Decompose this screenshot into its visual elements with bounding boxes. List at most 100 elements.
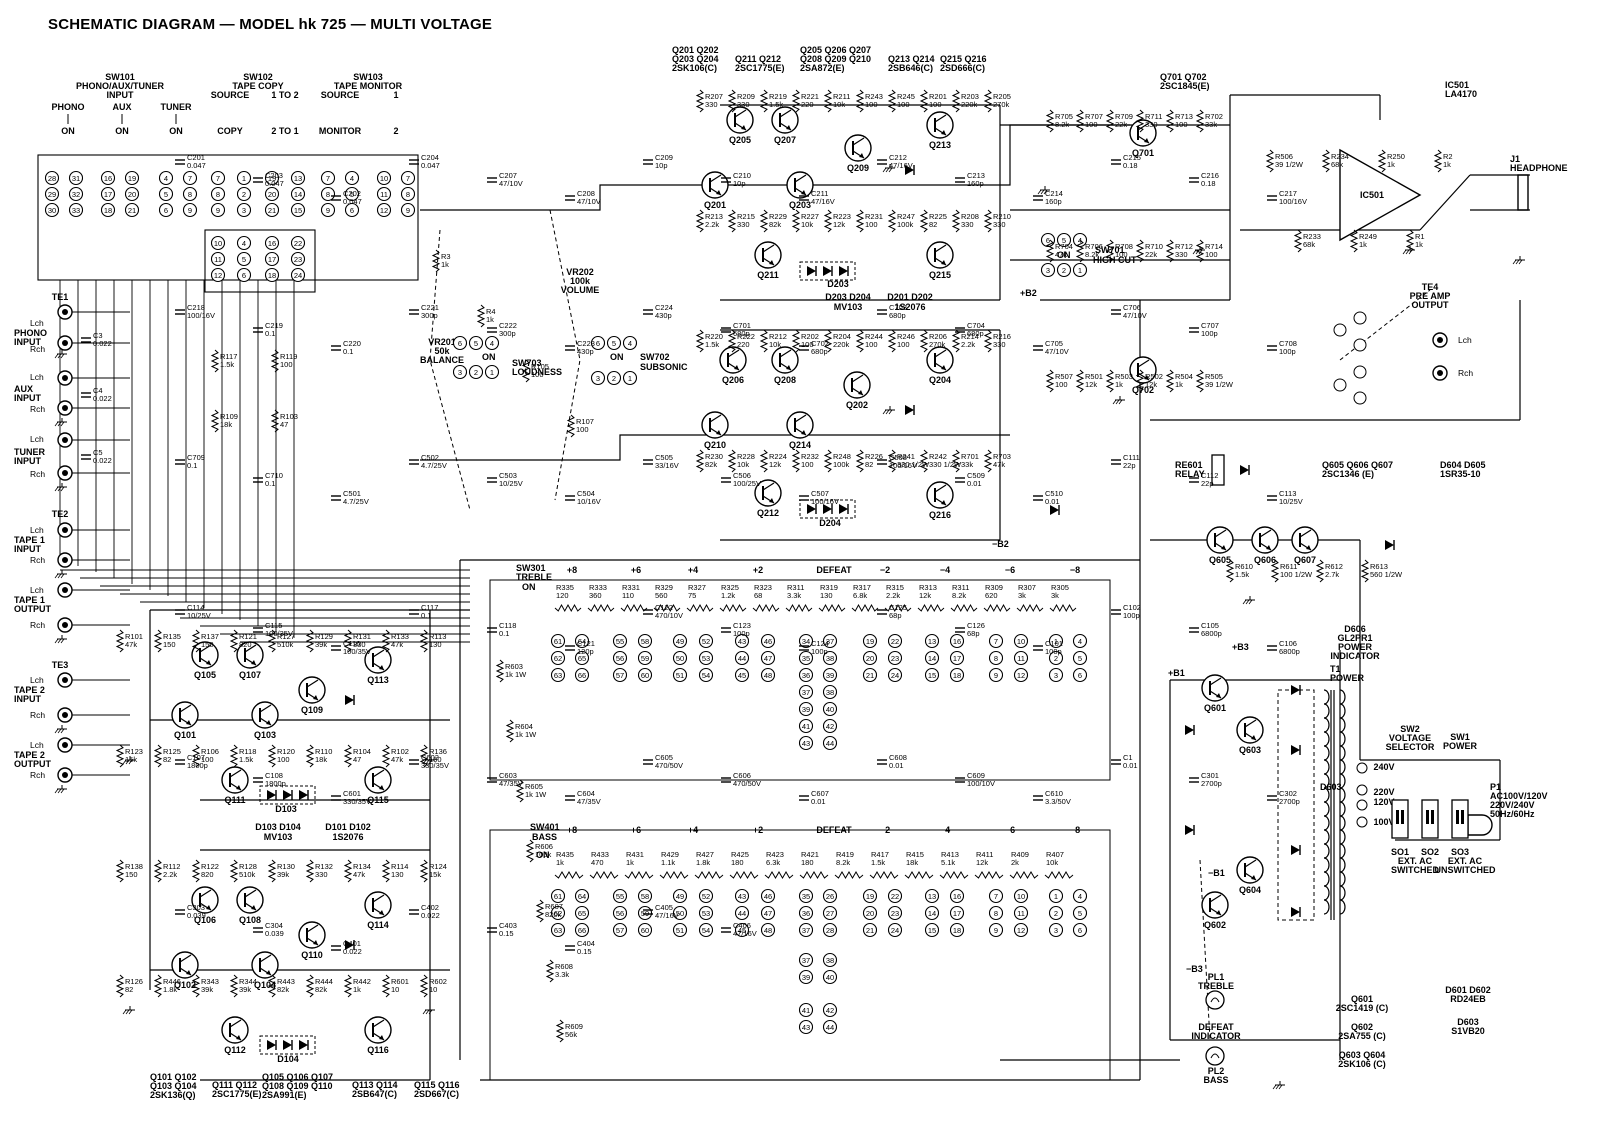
capacitor bbox=[1033, 345, 1043, 351]
cap-label: C108 bbox=[265, 771, 283, 780]
cap-label: C208 bbox=[577, 189, 595, 198]
bass-resistor-label: R413 bbox=[941, 850, 959, 859]
resistor bbox=[381, 629, 391, 653]
diode-icon bbox=[1385, 540, 1395, 550]
contact-ring bbox=[1072, 633, 1088, 649]
diode-icon bbox=[807, 266, 817, 276]
resistor-label: R703 bbox=[993, 452, 1011, 461]
transformer-winding bbox=[1323, 815, 1330, 831]
capacitor bbox=[409, 309, 419, 315]
diode-triangle bbox=[823, 504, 832, 514]
switch-contact: 13 bbox=[924, 888, 940, 904]
diode-triangle bbox=[905, 405, 914, 415]
treble-resistor-label: R333 bbox=[589, 583, 607, 592]
cap-label: C607 bbox=[811, 789, 829, 798]
bass-resistor-label: R427 bbox=[696, 850, 714, 859]
switch-contact: 53 bbox=[698, 905, 714, 921]
resistor-label: R105 bbox=[531, 362, 549, 371]
rca-jack-icon bbox=[57, 522, 73, 538]
te1-tuner-label: INPUT bbox=[14, 456, 42, 466]
diode-icon bbox=[267, 790, 277, 800]
sw401-name: BASS bbox=[532, 832, 557, 842]
contact-ring bbox=[822, 1019, 838, 1035]
transistor-label: Q202 bbox=[846, 400, 868, 410]
treble-resistor-label: 1.2k bbox=[721, 591, 735, 600]
capacitor bbox=[487, 327, 497, 333]
transistor-label: Q204 bbox=[929, 375, 951, 385]
cap-label: 0.01 bbox=[889, 761, 904, 770]
rail-label: +B3 bbox=[1232, 642, 1249, 652]
transistor-body bbox=[926, 481, 954, 509]
contact-ring bbox=[550, 922, 566, 938]
contact-number: 20 bbox=[268, 190, 276, 199]
resistor-label: 39k bbox=[201, 985, 213, 994]
resistor bbox=[1265, 149, 1275, 173]
resistor-body bbox=[270, 409, 280, 433]
contact-number: 21 bbox=[128, 206, 136, 215]
rail-label: −B1 bbox=[1208, 868, 1225, 878]
resistor-label: R224 bbox=[769, 452, 787, 461]
resistor-body bbox=[919, 209, 929, 233]
relay-label: RE601 bbox=[1175, 460, 1203, 470]
contact-ring bbox=[182, 202, 198, 218]
transistor-collector bbox=[179, 704, 192, 713]
resistor bbox=[555, 1019, 565, 1043]
contact-number: 14 bbox=[928, 909, 936, 918]
cap-label: 470/50V bbox=[733, 779, 761, 788]
contact-ring bbox=[862, 905, 878, 921]
treble-step-label: −2 bbox=[880, 565, 890, 575]
switch-contact: 7 bbox=[320, 170, 336, 186]
resistor-label: R609 bbox=[565, 1022, 583, 1031]
ground-icon bbox=[54, 418, 67, 427]
cap-label: C401 bbox=[343, 939, 361, 948]
outlet-slot bbox=[1456, 810, 1459, 824]
resistor-label: R613 bbox=[1370, 562, 1388, 571]
transistor-symbol: Q115 bbox=[364, 766, 392, 805]
diode-icon bbox=[807, 504, 817, 514]
ground-hatch bbox=[60, 353, 65, 359]
cap-label: 22p bbox=[1201, 479, 1214, 488]
contact-number: 10 bbox=[214, 239, 222, 248]
contact-ring bbox=[574, 633, 590, 649]
contact-number: 47 bbox=[764, 654, 772, 663]
switch-contact: 39 bbox=[822, 667, 838, 683]
te1-aux-rch: Rch bbox=[30, 404, 45, 414]
jack-pin bbox=[1437, 337, 1443, 343]
contact-ring bbox=[574, 922, 590, 938]
contact-ring bbox=[210, 186, 226, 202]
ground-hatch bbox=[57, 788, 62, 794]
rca-jack-icon bbox=[57, 552, 73, 568]
diode-group-label: MV103 bbox=[264, 832, 293, 842]
resistor bbox=[191, 859, 201, 883]
switch-contact: 11 bbox=[210, 251, 226, 267]
treble-step-label: DEFEAT bbox=[816, 565, 852, 575]
diode-triangle bbox=[905, 165, 914, 175]
switch-contact: 36 bbox=[798, 667, 814, 683]
diode-triangle bbox=[1291, 745, 1300, 755]
contact-ring bbox=[637, 888, 653, 904]
transformer-winding bbox=[1339, 773, 1346, 789]
contact-ring bbox=[158, 170, 174, 186]
cap-label: C210 bbox=[733, 171, 751, 180]
diode-icon bbox=[1185, 725, 1195, 735]
te1-rch: Rch bbox=[30, 344, 45, 354]
cap-label: 0.047 bbox=[421, 161, 440, 170]
capacitor bbox=[81, 337, 91, 343]
resistor-label: 39 1/2W bbox=[1205, 380, 1234, 389]
switch-contact: 35 bbox=[798, 888, 814, 904]
resistor-label: R129 bbox=[315, 632, 333, 641]
contact-ring bbox=[236, 251, 252, 267]
contact-ring bbox=[452, 335, 468, 351]
switch-contact: 3 bbox=[590, 370, 606, 386]
d203-label: D203 bbox=[827, 279, 849, 289]
transistor-symbol: Q603 bbox=[1236, 716, 1264, 755]
treble-resistor-label: 560 bbox=[655, 591, 668, 600]
resistor-label: 150 bbox=[163, 640, 176, 649]
resistor-body bbox=[974, 871, 1004, 879]
resistor-body bbox=[555, 1019, 565, 1043]
resistor bbox=[1225, 559, 1235, 583]
bass-resistor-label: 1.1k bbox=[661, 858, 675, 867]
resistor-label: R135 bbox=[163, 632, 181, 641]
transistor-symbol: Q114 bbox=[364, 891, 392, 930]
contact-number: 6 bbox=[242, 271, 246, 280]
